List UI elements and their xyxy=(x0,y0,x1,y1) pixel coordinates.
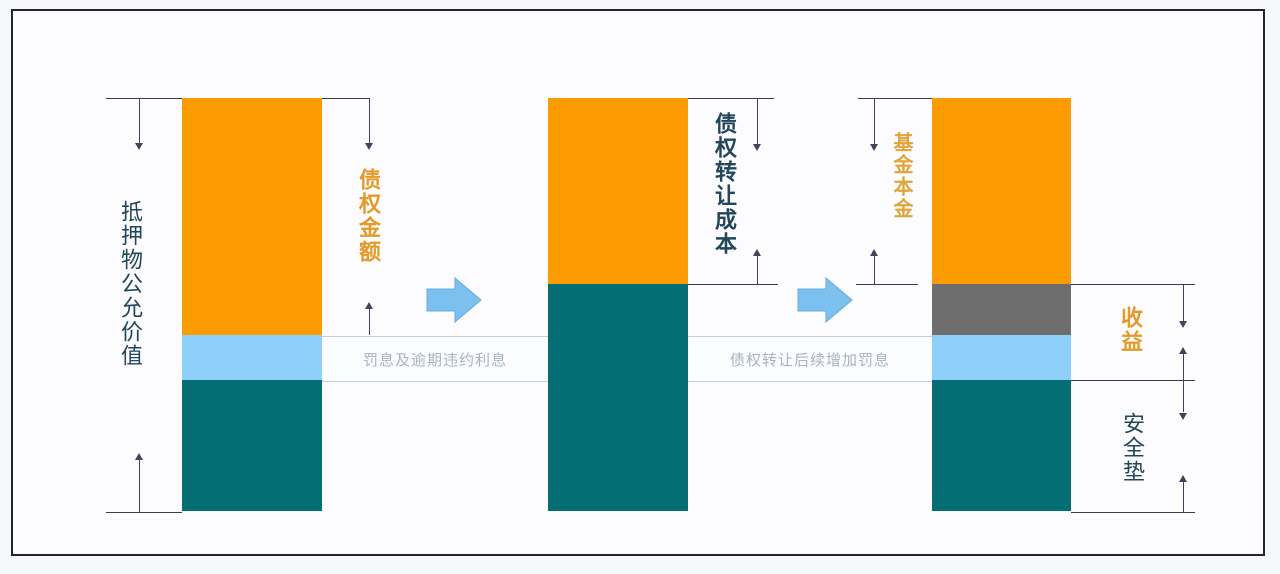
arrow-down-icon xyxy=(365,143,373,150)
dimension-line-top xyxy=(106,98,182,99)
dimension-line xyxy=(1183,284,1184,324)
band-label: 罚息及逾期违约利息 xyxy=(362,350,507,369)
dimension-line-top xyxy=(322,98,370,99)
bar-segment-fund-principal xyxy=(932,98,1071,284)
dimension-line xyxy=(139,460,140,512)
right-arrow-icon xyxy=(426,277,482,323)
dimension-line-bottom xyxy=(106,512,182,513)
dimension-line xyxy=(369,98,370,144)
dimension-line xyxy=(1183,480,1184,512)
arrow-up-icon xyxy=(365,302,373,309)
arrow-down-icon xyxy=(753,144,761,151)
dimension-line xyxy=(139,98,140,145)
arrow-down-icon xyxy=(1179,321,1187,328)
label-transfer-cost: 债权转让成本 xyxy=(711,112,736,256)
arrow-down-icon xyxy=(135,143,143,150)
bar-segment-transfer-cost xyxy=(548,98,688,284)
dimension-line xyxy=(1183,352,1184,412)
dimension-line xyxy=(1071,284,1195,285)
label-collateral-fair-value: 抵押物公允价值 xyxy=(117,200,142,368)
bar-segment-penalty-interest xyxy=(182,335,322,380)
band-penalty-interest: 罚息及逾期违约利息 xyxy=(322,336,548,382)
dimension-line-bottom xyxy=(856,284,918,285)
arrow-up-icon xyxy=(870,249,878,256)
bar-segment-debt-amount xyxy=(182,98,322,335)
bar-segment-return-blue xyxy=(932,335,1071,380)
bar-segment-remaining xyxy=(548,284,688,511)
band-label: 债权转让后续增加罚息 xyxy=(729,350,890,369)
arrow-up-icon xyxy=(135,453,143,460)
dimension-line xyxy=(369,306,370,335)
bar-segment-safety-cushion xyxy=(932,380,1071,511)
dimension-line-top xyxy=(858,98,932,99)
bar-segment-return-grey xyxy=(932,284,1071,335)
arrow-down-icon xyxy=(1179,413,1187,420)
arrow-up-icon xyxy=(1179,347,1187,354)
dimension-line-bottom xyxy=(688,284,778,285)
label-debt-amount: 债权金额 xyxy=(355,168,380,264)
arrow-down-icon xyxy=(870,144,878,151)
label-safety-cushion: 安全垫 xyxy=(1119,412,1144,484)
dimension-line xyxy=(1071,380,1195,381)
dimension-line xyxy=(874,98,875,146)
arrow-up-icon xyxy=(1179,475,1187,482)
dimension-line-top xyxy=(688,98,774,99)
bar-segment-collateral xyxy=(182,380,322,511)
right-arrow-icon xyxy=(797,277,853,323)
dimension-line xyxy=(874,254,875,284)
dimension-line xyxy=(757,98,758,146)
label-returns: 收益 xyxy=(1117,306,1142,354)
label-fund-principal: 基金本金 xyxy=(890,132,914,220)
dimension-line xyxy=(1071,512,1195,513)
dimension-line xyxy=(757,254,758,284)
arrow-up-icon xyxy=(753,249,761,256)
band-post-transfer-penalty: 债权转让后续增加罚息 xyxy=(688,336,932,382)
